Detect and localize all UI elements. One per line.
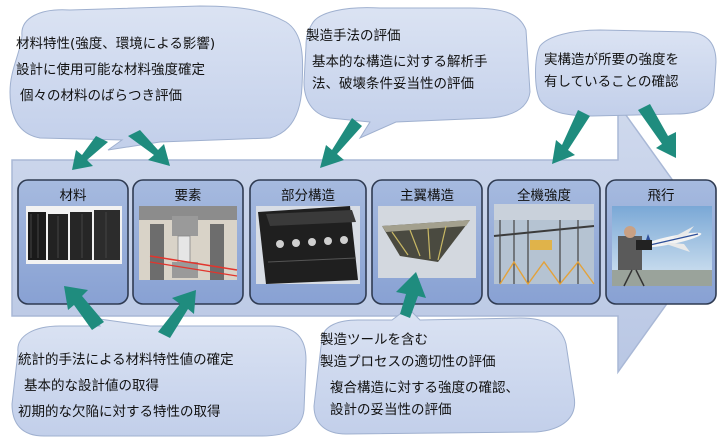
bubble-top-middle-shape [303,7,531,140]
bubble-top-middle-title: 製造手法の評価 [306,28,401,44]
full-scale-test-frame-image [493,204,595,286]
bubble-top-left-line-2: 設計に使用可能な材料強度確定 [16,62,205,78]
airliner-flight-test-image [612,206,712,287]
stage-label-elements: 要素 [174,188,202,204]
bubble-bottom-right-shape [313,307,576,435]
bubble-top-right-shape [535,29,717,117]
stage-label-flight: 飛行 [647,188,675,204]
arrow-to-flight [638,104,676,158]
coupon-test-rig-image [139,206,238,280]
bubble-bottom-left-shape [11,317,307,437]
bubble-bottom-right-line-2: 製造プロセスの適切性の評価 [320,354,496,370]
stage-label-wing-structure: 主翼構造 [400,188,454,204]
bubble-bottom-left-line-3: 初期的な欠陥に対する特性の取得 [18,404,221,420]
bubble-top-right-line-1: 実構造が所要の強度を [544,52,679,68]
stage-label-full-scale: 全機強度 [517,188,571,204]
stiffened-panel-image [256,206,360,284]
bubble-top-middle-line-1: 基本的な構造に対する解析手 [312,54,488,70]
wing-box-section-image [378,206,476,278]
arrow-to-materials [72,136,108,170]
stage-label-subcomponents: 部分構造 [281,188,335,204]
bubble-bottom-right-line-4: 設計の妥当性の評価 [330,402,452,418]
bubble-bottom-left-line-2: 基本的な設計値の取得 [24,378,159,394]
stage-label-materials: 材料 [59,188,87,204]
bubble-bottom-right-line-1: 製造ツールを含む [320,332,428,348]
carbon-fiber-spools-image [26,206,122,264]
arrow-to-subcomponents [320,118,362,168]
arrow-to-full-scale [552,110,590,164]
arrow-from-wing-structure [396,272,426,318]
bubble-top-middle-line-2: 法、破壊条件妥当性の評価 [312,76,474,92]
bubble-top-left-line-3: 個々の材料のばらつき評価 [20,88,182,104]
arrow-from-materials [64,286,104,330]
arrow-from-elements [158,290,196,338]
bubble-bottom-right-line-3: 複合構造に対する強度の確認、 [330,380,519,396]
bubble-top-right-line-2: 有していることの確認 [544,74,679,90]
bubble-top-left-shape [9,5,304,151]
bubble-top-left-line-1: 材料特性(強度、環境による影響) [16,36,216,52]
arrow-to-elements [128,130,170,166]
bubble-bottom-left-line-1: 統計的手法による材料特性値の確定 [18,352,234,368]
